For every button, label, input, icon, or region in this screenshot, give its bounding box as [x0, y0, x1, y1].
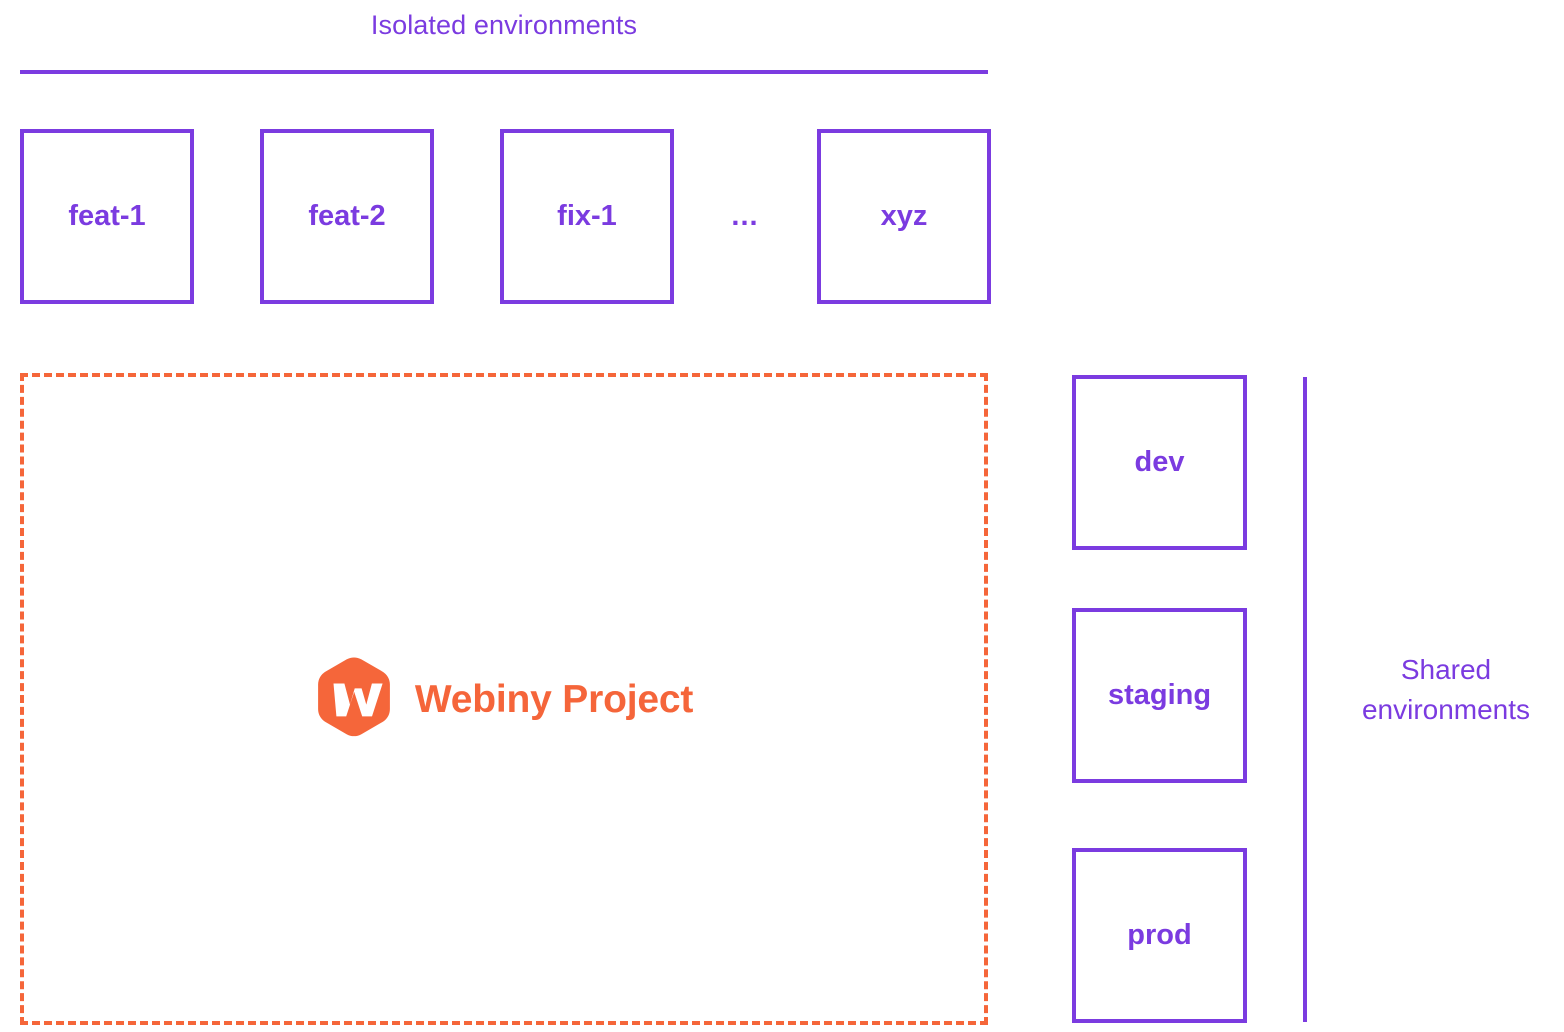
- shared-env-box-staging[interactable]: staging: [1072, 608, 1247, 783]
- shared-environments-title-line-2: environments: [1361, 694, 1531, 725]
- isolated-env-box-fix-1[interactable]: fix-1: [500, 129, 674, 304]
- shared-environments-title-line-1: Shared: [1400, 654, 1492, 685]
- shared-environments-title: Shared environments: [1333, 650, 1559, 730]
- shared-env-label: prod: [1127, 919, 1192, 951]
- isolated-environments-title: Isolated environments: [370, 10, 638, 40]
- isolated-env-box-xyz[interactable]: xyz: [817, 129, 991, 304]
- isolated-env-ellipsis: ...: [731, 200, 759, 232]
- isolated-env-label: feat-1: [68, 200, 146, 232]
- isolated-env-label: xyz: [880, 200, 928, 232]
- shared-environments-divider: [1303, 377, 1307, 1022]
- shared-env-box-prod[interactable]: prod: [1072, 848, 1247, 1023]
- isolated-env-label: fix-1: [557, 200, 617, 232]
- webiny-project-container: Webiny Project: [20, 373, 988, 1025]
- shared-env-label: staging: [1107, 679, 1212, 711]
- isolated-environments-divider: [20, 70, 988, 74]
- isolated-env-box-feat-2[interactable]: feat-2: [260, 129, 434, 304]
- isolated-env-label: feat-2: [308, 200, 386, 232]
- webiny-project-brand: Webiny Project: [24, 377, 984, 1021]
- shared-env-label: dev: [1134, 446, 1185, 478]
- webiny-project-name: Webiny Project: [414, 677, 694, 721]
- webiny-hexagon-logo-icon: [317, 656, 390, 736]
- isolated-env-box-feat-1[interactable]: feat-1: [20, 129, 194, 304]
- shared-env-box-dev[interactable]: dev: [1072, 375, 1247, 550]
